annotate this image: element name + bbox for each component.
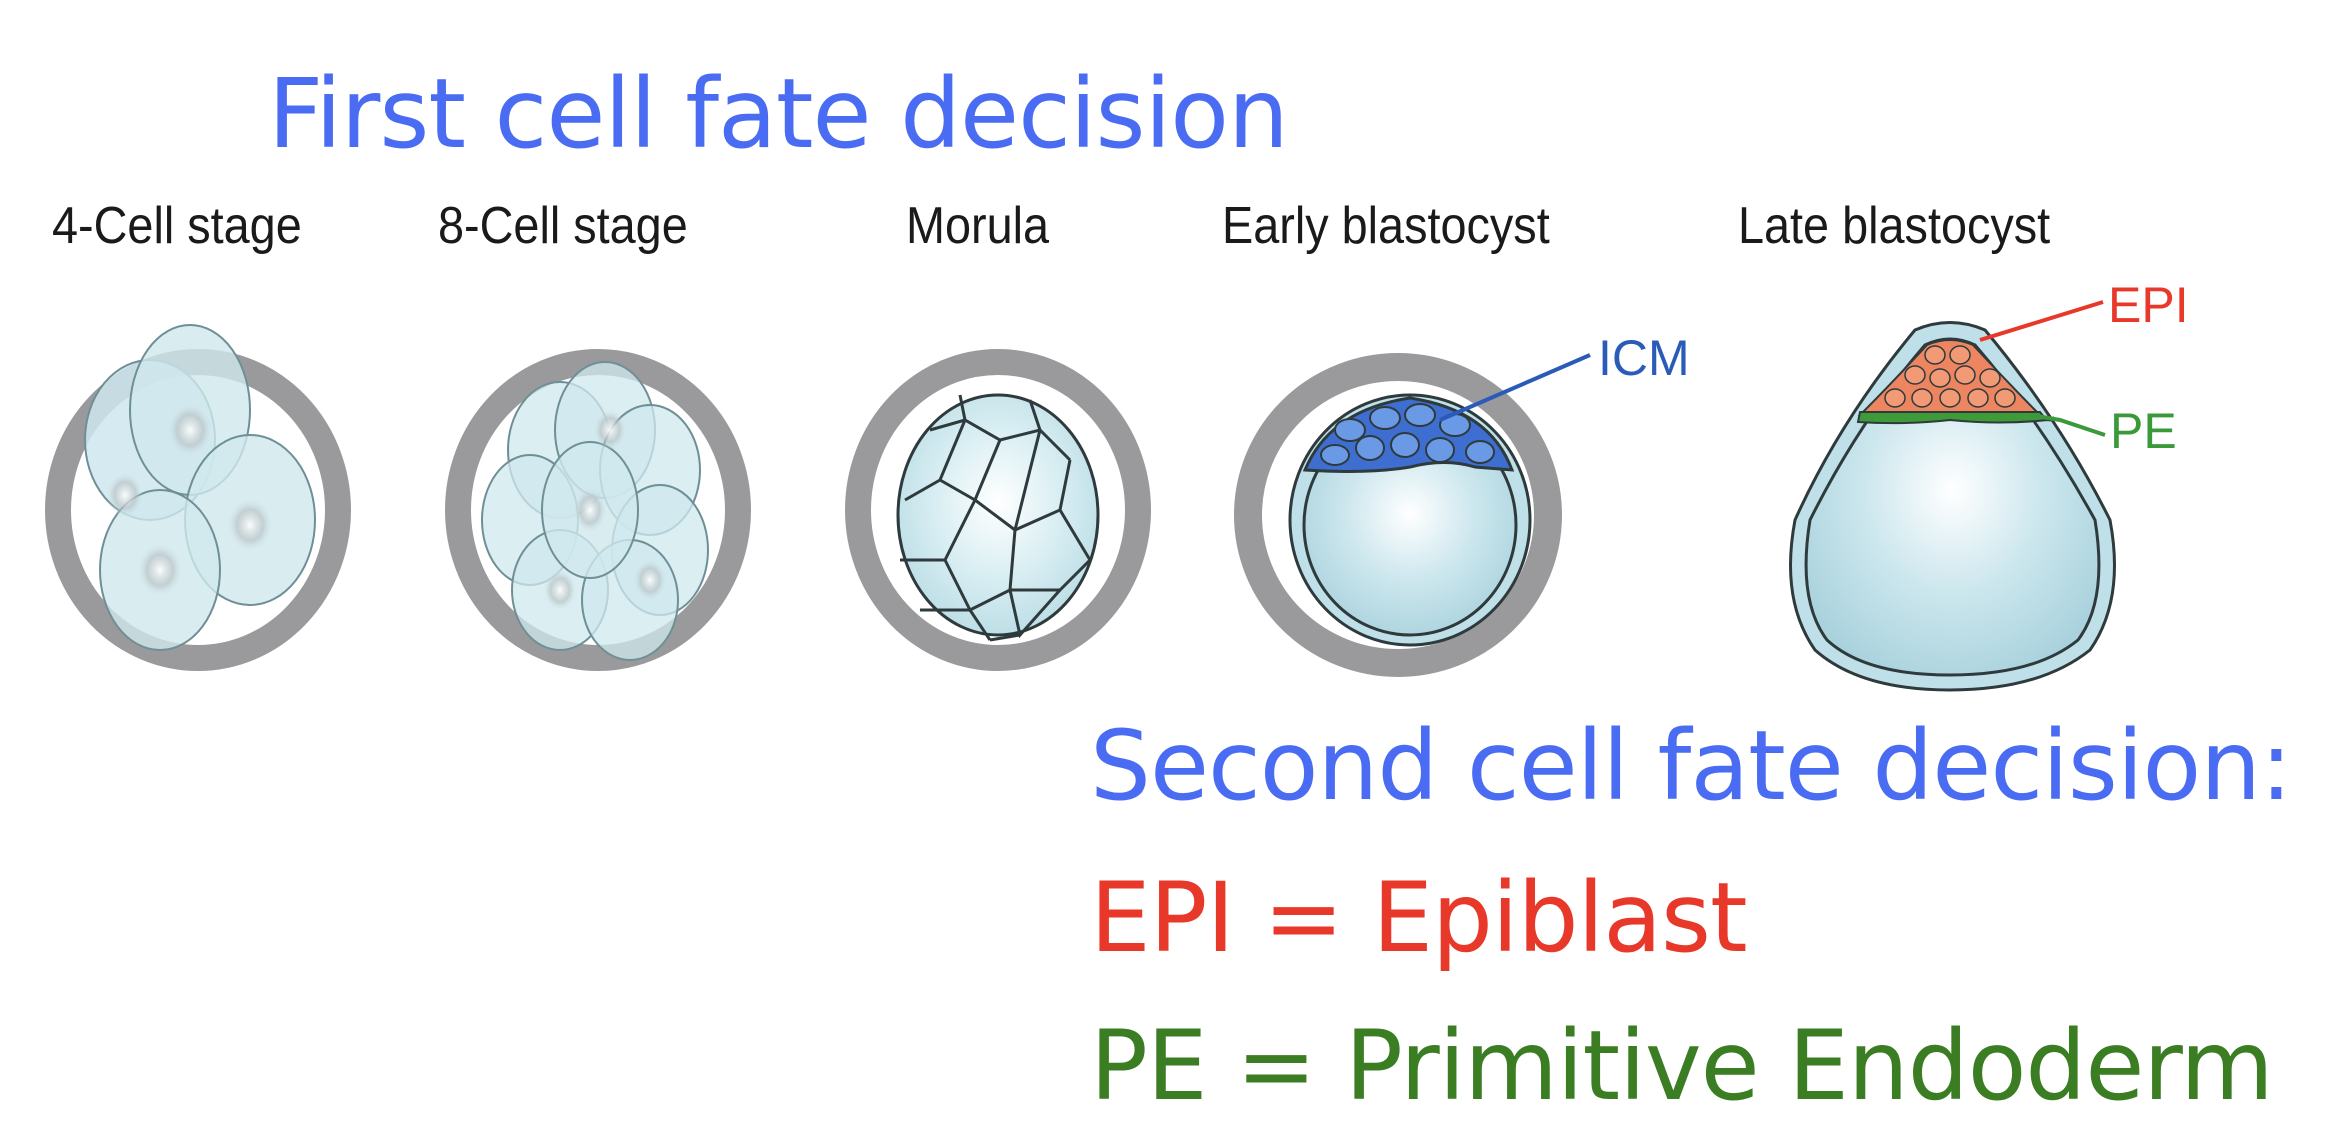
four-cell-embryo-icon [45,324,351,671]
callout-icm: ICM [1598,330,1690,386]
definition-epi: EPI = Epiblast [1090,862,1748,974]
late-blastocyst-icon: EPI PE [1789,277,2189,692]
heading-second-cell-fate: Second cell fate decision: [1090,710,2292,822]
callout-epi: EPI [2108,277,2189,333]
label-4-cell-stage: 4-Cell stage [52,197,302,255]
heading-first-cell-fate: First cell fate decision [268,58,1289,170]
label-morula: Morula [906,197,1050,255]
morula-embryo-icon [845,349,1151,671]
eight-cell-embryo-icon [445,349,751,671]
early-blastocyst-icon: ICM [1234,330,1690,677]
callout-pe: PE [2110,403,2177,459]
definition-pe: PE = Primitive Endoderm [1090,1010,2274,1122]
label-late-blastocyst: Late blastocyst [1738,197,2051,255]
label-8-cell-stage: 8-Cell stage [438,197,688,255]
label-early-blastocyst: Early blastocyst [1222,197,1550,255]
